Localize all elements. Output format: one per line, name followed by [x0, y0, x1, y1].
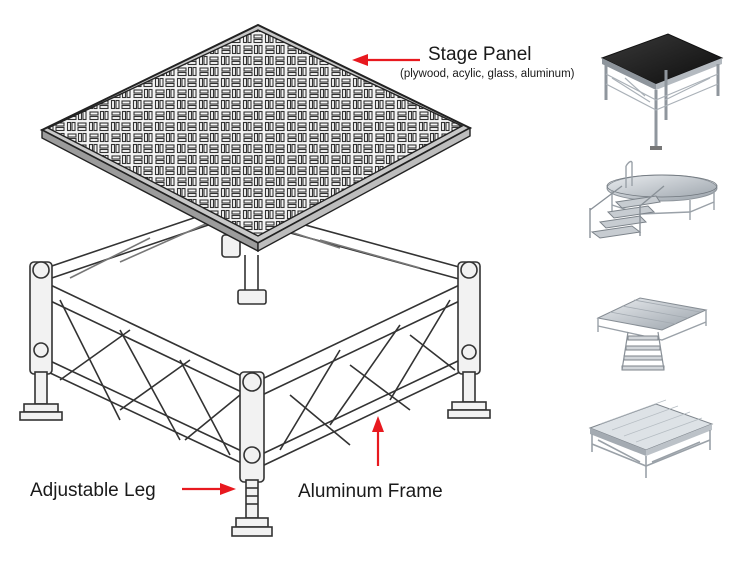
adjustable-leg-label: Adjustable Leg [30, 480, 156, 501]
aluminum-frame [39, 204, 471, 468]
frame-corner-posts [29, 234, 481, 483]
adjustable-legs [19, 371, 491, 537]
stage-panel-materials-label: (plywood, acylic, glass, aluminum) [400, 68, 575, 80]
thumb-stage-glass-panel [588, 399, 714, 478]
arrows [182, 54, 420, 495]
thumb-stage-round-stairs [589, 160, 718, 239]
stage-panel-label: Stage Panel [428, 44, 532, 65]
aluminum-frame-label: Aluminum Frame [298, 481, 443, 502]
thumb-stage-stairs-clear [596, 297, 708, 371]
thumb-stage-black-panel [600, 33, 724, 150]
stage-panel [39, 23, 473, 253]
